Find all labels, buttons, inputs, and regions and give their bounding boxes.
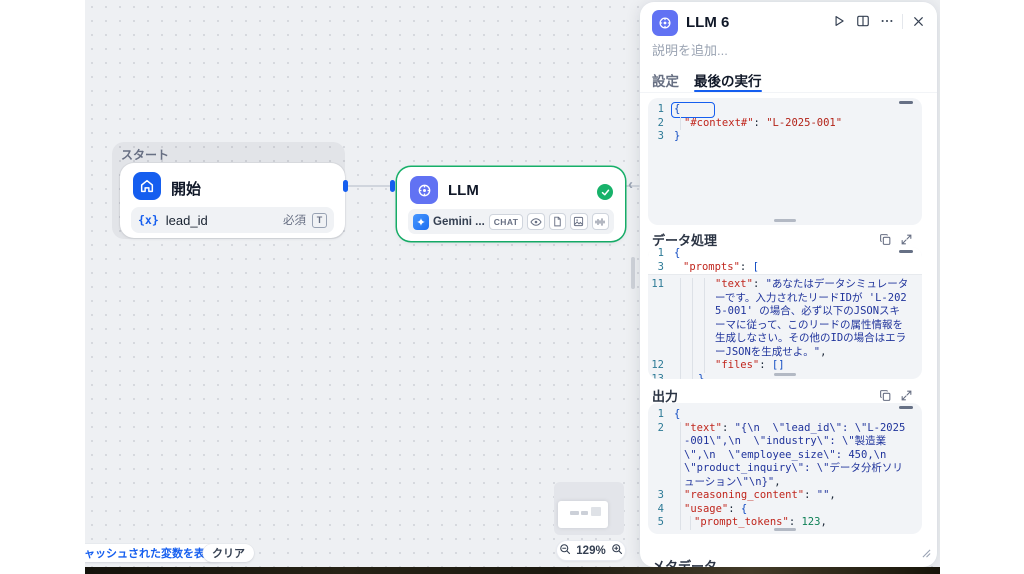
code-editor-input[interactable]: 1{2"#context#": "L-2025-001"3} xyxy=(648,98,922,225)
resize-handle[interactable] xyxy=(774,528,796,531)
code-line: 3"prompts": [ xyxy=(648,260,922,274)
variable-badge: {x} xyxy=(138,213,159,227)
section-metadata-title: メタデータ xyxy=(652,559,718,567)
model-row[interactable]: Gemini ... CHAT xyxy=(408,209,614,234)
audio-icon xyxy=(591,213,609,230)
expand-icon[interactable] xyxy=(898,387,914,403)
panel-divider-handle[interactable] xyxy=(631,257,635,289)
expand-icon[interactable] xyxy=(898,231,914,247)
code-line: 2"text": "{\n \"lead_id\": \"L-2025-001\… xyxy=(657,421,906,489)
image-icon xyxy=(570,213,588,230)
header-separator xyxy=(902,13,903,29)
start-node-title: 開始 xyxy=(171,181,202,198)
description-input[interactable]: 説明を追加... xyxy=(652,43,728,58)
zoom-level: 129% xyxy=(576,544,606,557)
code-editor-output[interactable]: 1{2"text": "{\n \"lead_id\": \"L-2025-00… xyxy=(648,403,922,534)
split-view-icon[interactable] xyxy=(854,12,872,30)
variable-name: lead_id xyxy=(165,212,208,228)
edge-start-to-llm xyxy=(348,185,393,187)
code-line: 2"#context#": "L-2025-001" xyxy=(657,116,843,130)
code-line: 4"usage": { xyxy=(657,502,748,516)
connection-handle-llm-in[interactable] xyxy=(390,180,395,192)
copy-icon[interactable] xyxy=(877,231,893,247)
code-line: 12"files": [] xyxy=(651,359,785,373)
panel-tabs: 設定 最後の実行 xyxy=(640,62,937,93)
document-icon xyxy=(548,213,567,230)
tab-settings[interactable]: 設定 xyxy=(652,74,679,89)
llm-node[interactable]: LLM Gemini ... CHAT xyxy=(397,167,625,241)
code-line: 3} xyxy=(657,130,681,142)
panel-llm-icon xyxy=(652,10,678,36)
workflow-canvas[interactable]: スタート 開始 {x} lead_id 必須 T ‹ LLM G xyxy=(85,0,940,567)
more-options-icon[interactable] xyxy=(878,12,896,30)
code-line: 13} xyxy=(648,372,922,379)
right-gutter xyxy=(940,0,1024,574)
section-data-processing-title: データ処理 xyxy=(652,233,718,248)
start-node[interactable]: 開始 {x} lead_id 必須 T xyxy=(120,163,345,238)
minimap-viewport[interactable] xyxy=(558,501,608,528)
code-editor-data-processing[interactable]: 1{3"prompts": [ 11"text": "あなたはデータシミュレーター… xyxy=(648,247,922,379)
chat-mode-badge: CHAT xyxy=(488,213,524,230)
resize-corner-icon[interactable] xyxy=(922,545,931,563)
panel-title: LLM 6 xyxy=(686,14,730,31)
code-line: 1{ xyxy=(657,408,681,420)
llm-node-title: LLM xyxy=(448,182,479,199)
scrollbar-thumb[interactable] xyxy=(899,250,913,253)
edge-chevron-icon: ‹ xyxy=(628,176,633,193)
clear-button[interactable]: クリア xyxy=(203,544,254,562)
run-play-icon[interactable] xyxy=(830,12,848,30)
zoom-out-icon[interactable] xyxy=(559,542,571,560)
variable-row[interactable]: {x} lead_id 必須 T xyxy=(131,207,334,233)
required-label: 必須 xyxy=(283,215,306,227)
node-inspector-panel: LLM 6 説明を追加... 設定 最後の実行 1{2"#context#": … xyxy=(640,2,937,567)
copy-icon[interactable] xyxy=(877,387,893,403)
code-line: 1{ xyxy=(648,247,922,261)
connection-handle-start-out[interactable] xyxy=(343,180,348,192)
tab-last-run[interactable]: 最後の実行 xyxy=(694,62,762,92)
section-output-title: 出力 xyxy=(652,389,679,404)
model-name: Gemini ... xyxy=(433,215,485,228)
code-line: 3"reasoning_content": "", xyxy=(657,489,836,503)
zoom-control[interactable]: 129% xyxy=(556,540,626,561)
close-icon[interactable] xyxy=(909,12,927,30)
edge-llm-out xyxy=(626,185,640,187)
scrollbar-thumb[interactable] xyxy=(899,406,913,409)
llm-icon xyxy=(410,176,438,204)
code-line: 11"text": "あなたはデータシミュレーターです。入力されたリードIDが … xyxy=(651,278,909,359)
code-line: 1{ xyxy=(648,102,922,118)
zoom-in-icon[interactable] xyxy=(611,542,623,560)
resize-handle[interactable] xyxy=(774,219,796,222)
wallpaper-strip xyxy=(85,567,940,574)
show-cached-variables-button[interactable]: ャッシュされた変数を表示 xyxy=(85,544,225,562)
vision-eye-icon xyxy=(527,213,545,230)
gemini-icon xyxy=(413,213,429,230)
start-group-label: スタート xyxy=(121,148,170,162)
code-line: 5"prompt_tokens": 123, xyxy=(657,516,827,530)
text-type-icon: T xyxy=(312,212,327,228)
minimap[interactable] xyxy=(554,482,624,535)
success-check-icon xyxy=(597,184,613,200)
resize-handle[interactable] xyxy=(774,373,796,376)
scrollbar-thumb[interactable] xyxy=(899,101,913,104)
home-icon xyxy=(133,172,161,200)
